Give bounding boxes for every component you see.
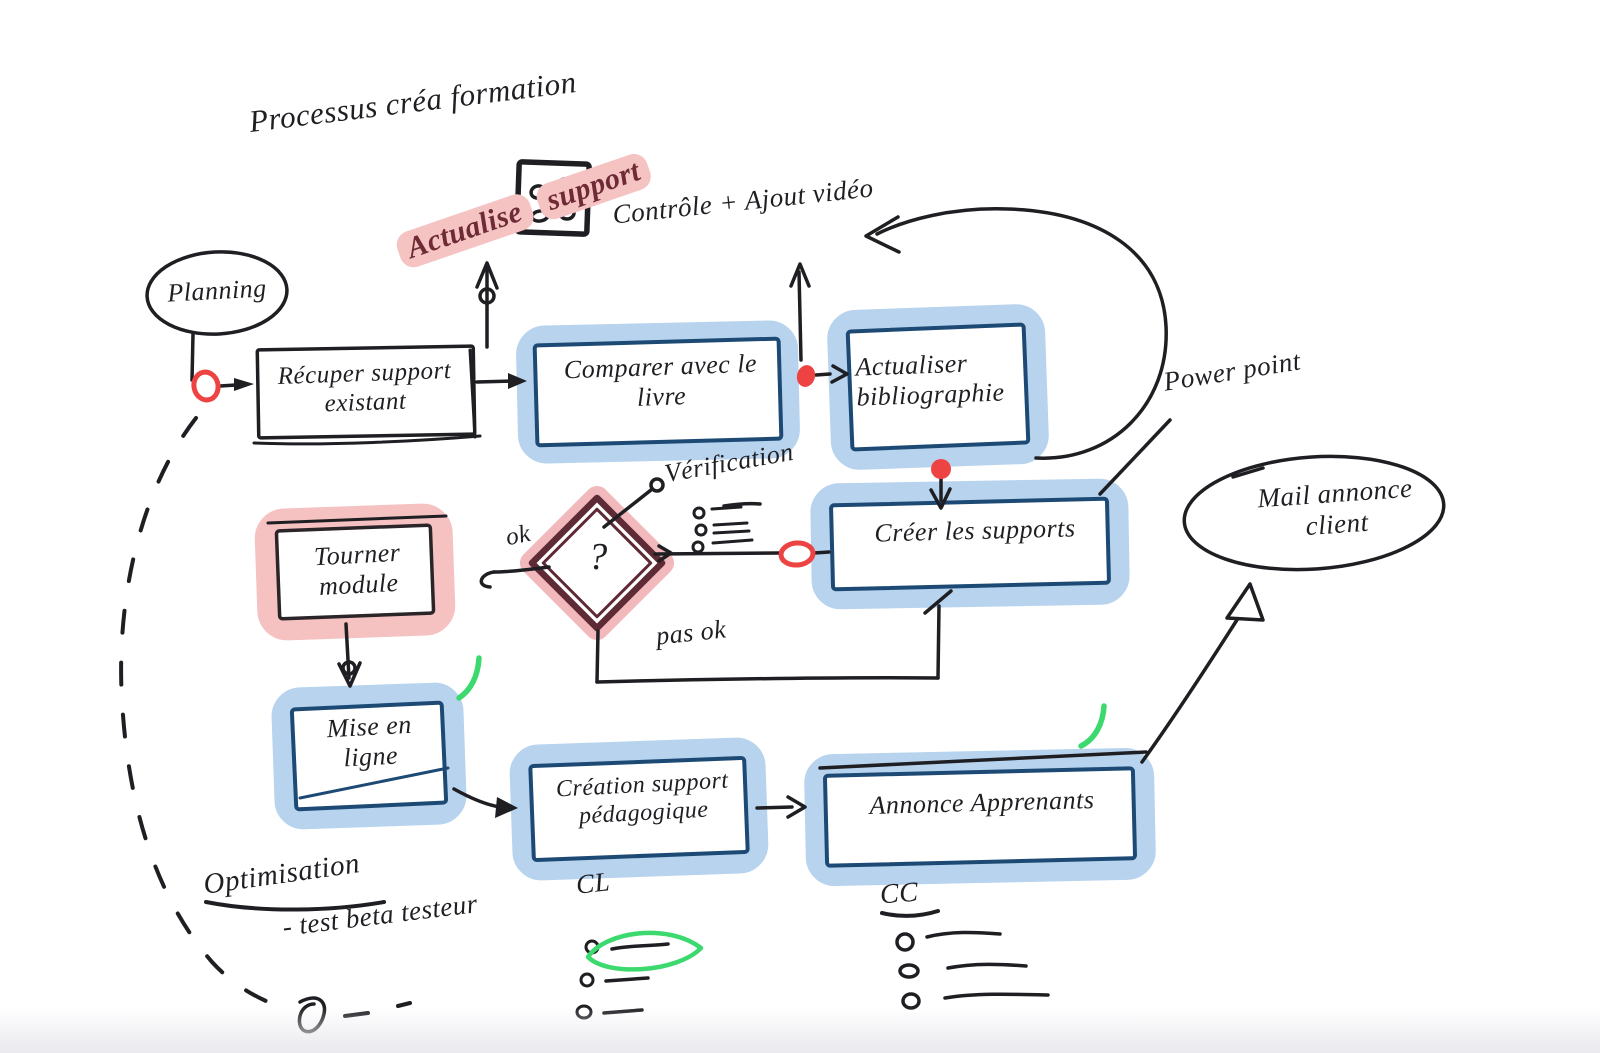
node-decision-label: ? bbox=[588, 536, 608, 578]
node-recuperer-label: Récuper support existant bbox=[261, 356, 469, 421]
red-dot-bibliographie bbox=[931, 459, 951, 479]
node-comparer-shape[interactable] bbox=[516, 320, 800, 464]
red-ring-creer bbox=[778, 540, 816, 568]
red-marks bbox=[191, 365, 951, 568]
node-mise-en-ligne-label: Mise en ligne bbox=[301, 708, 440, 775]
bottom-fade bbox=[0, 1007, 1600, 1053]
red-dot-comparer bbox=[796, 365, 816, 387]
green-check-annonce bbox=[1078, 703, 1107, 749]
node-mail-client-shape[interactable] bbox=[1180, 448, 1447, 578]
node-mise-en-ligne-shape[interactable] bbox=[271, 682, 467, 830]
red-circle-start bbox=[191, 369, 221, 403]
checklist-left-title: CL bbox=[574, 866, 612, 900]
node-creation-support-label: Création support pédagogique bbox=[539, 767, 748, 833]
annotation-ok: ok bbox=[503, 519, 533, 552]
node-comparer-label: Comparer avec le livre bbox=[547, 348, 775, 416]
node-annonce-apprenants-shape[interactable] bbox=[804, 747, 1156, 887]
node-decision-diamond-shape[interactable] bbox=[519, 485, 675, 641]
connector-arrows bbox=[190, 207, 1265, 1020]
node-planning-shape[interactable] bbox=[145, 248, 289, 337]
node-tourner-module-label: Tourner module bbox=[287, 536, 430, 603]
node-planning-label: Planning bbox=[166, 273, 268, 308]
node-bibliographie-label: Actualiser bibliographie bbox=[855, 347, 1005, 412]
node-bibliographie-shape[interactable] bbox=[827, 304, 1049, 470]
green-oval-checklist bbox=[585, 930, 704, 972]
green-marks bbox=[456, 655, 1107, 972]
node-creation-support-shape[interactable] bbox=[509, 737, 769, 881]
green-check-mise bbox=[456, 655, 482, 701]
node-recuperer-shape[interactable] bbox=[252, 344, 482, 446]
node-creer-supports-shape[interactable] bbox=[810, 478, 1130, 610]
checklist-right-title: CC bbox=[878, 876, 920, 911]
biblio-line2: bibliographie bbox=[856, 377, 1006, 412]
node-tourner-module-shape[interactable] bbox=[254, 503, 456, 641]
